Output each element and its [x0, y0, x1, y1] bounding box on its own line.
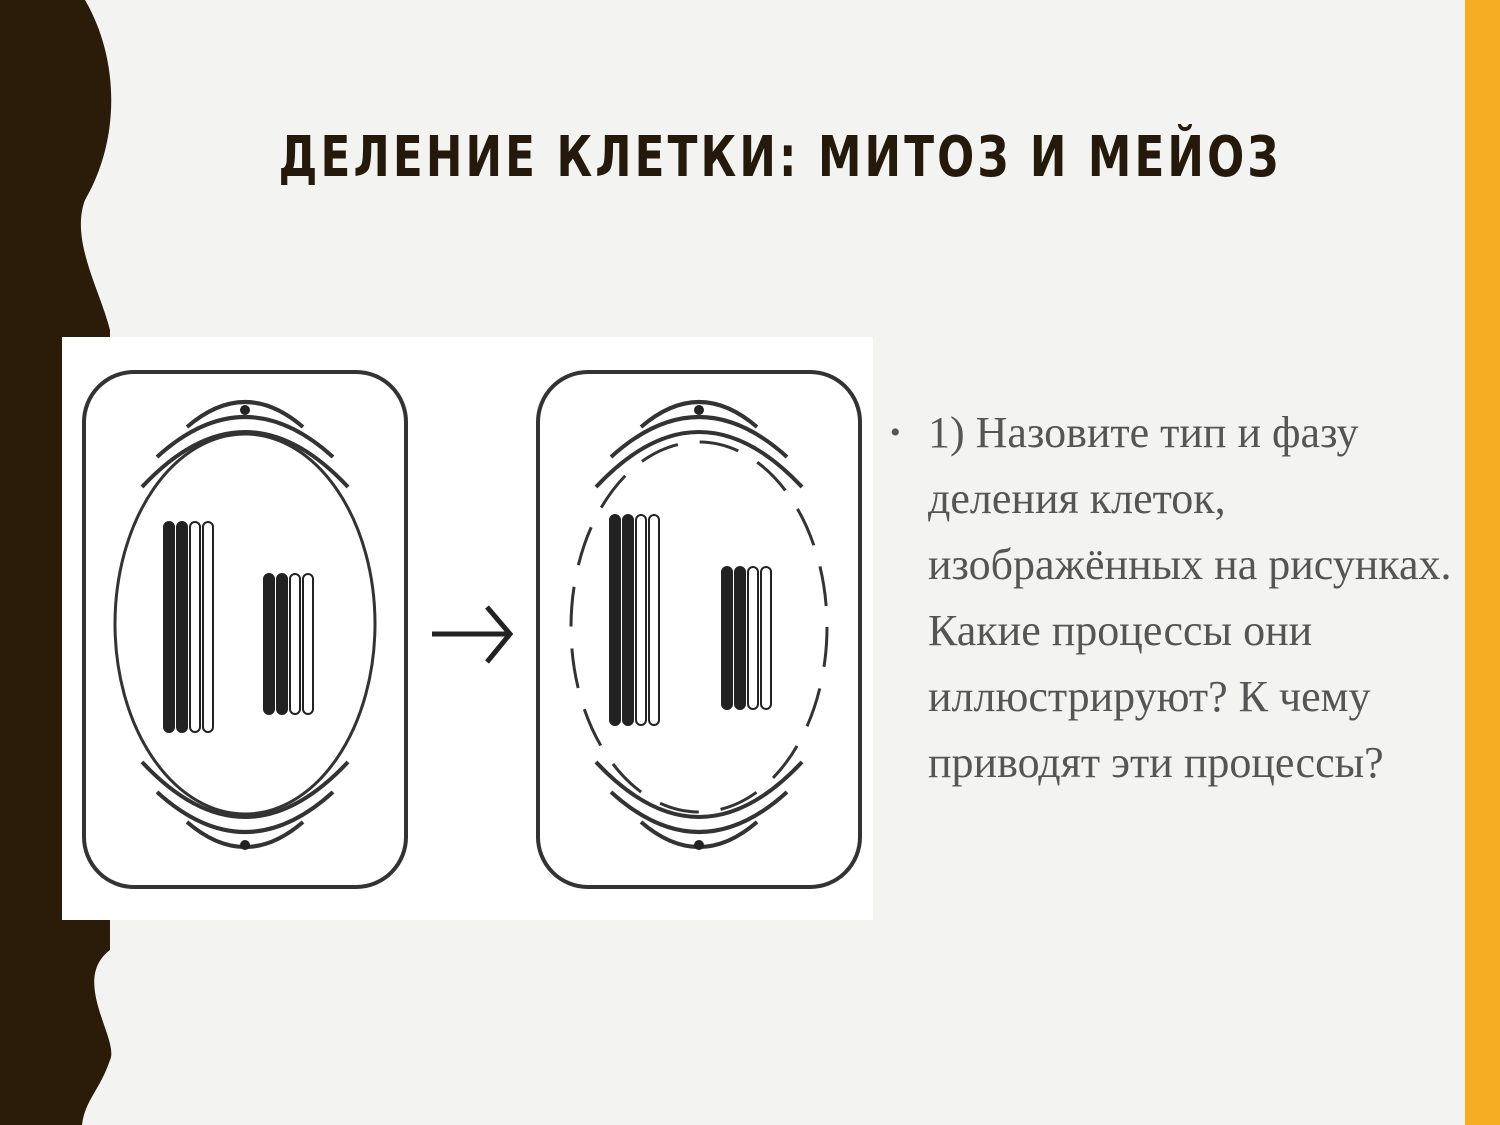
nucleus-left: [113, 432, 377, 816]
chromosomes: [163, 514, 772, 733]
cell-left: [82, 370, 408, 889]
cell-right: [536, 370, 862, 889]
bullet-list: • 1) Назовите тип и фазу деления клеток,…: [890, 400, 1460, 796]
arrow-icon: [432, 605, 514, 664]
cell-division-figure: [62, 337, 873, 920]
nucleus-right-dashed: [569, 440, 829, 814]
slide-title: ДЕЛЕНИЕ КЛЕТКИ: МИТОЗ И МЕЙОЗ: [278, 125, 1282, 190]
bullet-text: 1) Назовите тип и фазу деления клеток, и…: [928, 408, 1452, 787]
bullet-marker: •: [890, 416, 901, 449]
accent-band: [1465, 0, 1500, 1125]
cell-diagram: [82, 370, 862, 889]
bullet-item: • 1) Назовите тип и фазу деления клеток,…: [890, 400, 1460, 796]
